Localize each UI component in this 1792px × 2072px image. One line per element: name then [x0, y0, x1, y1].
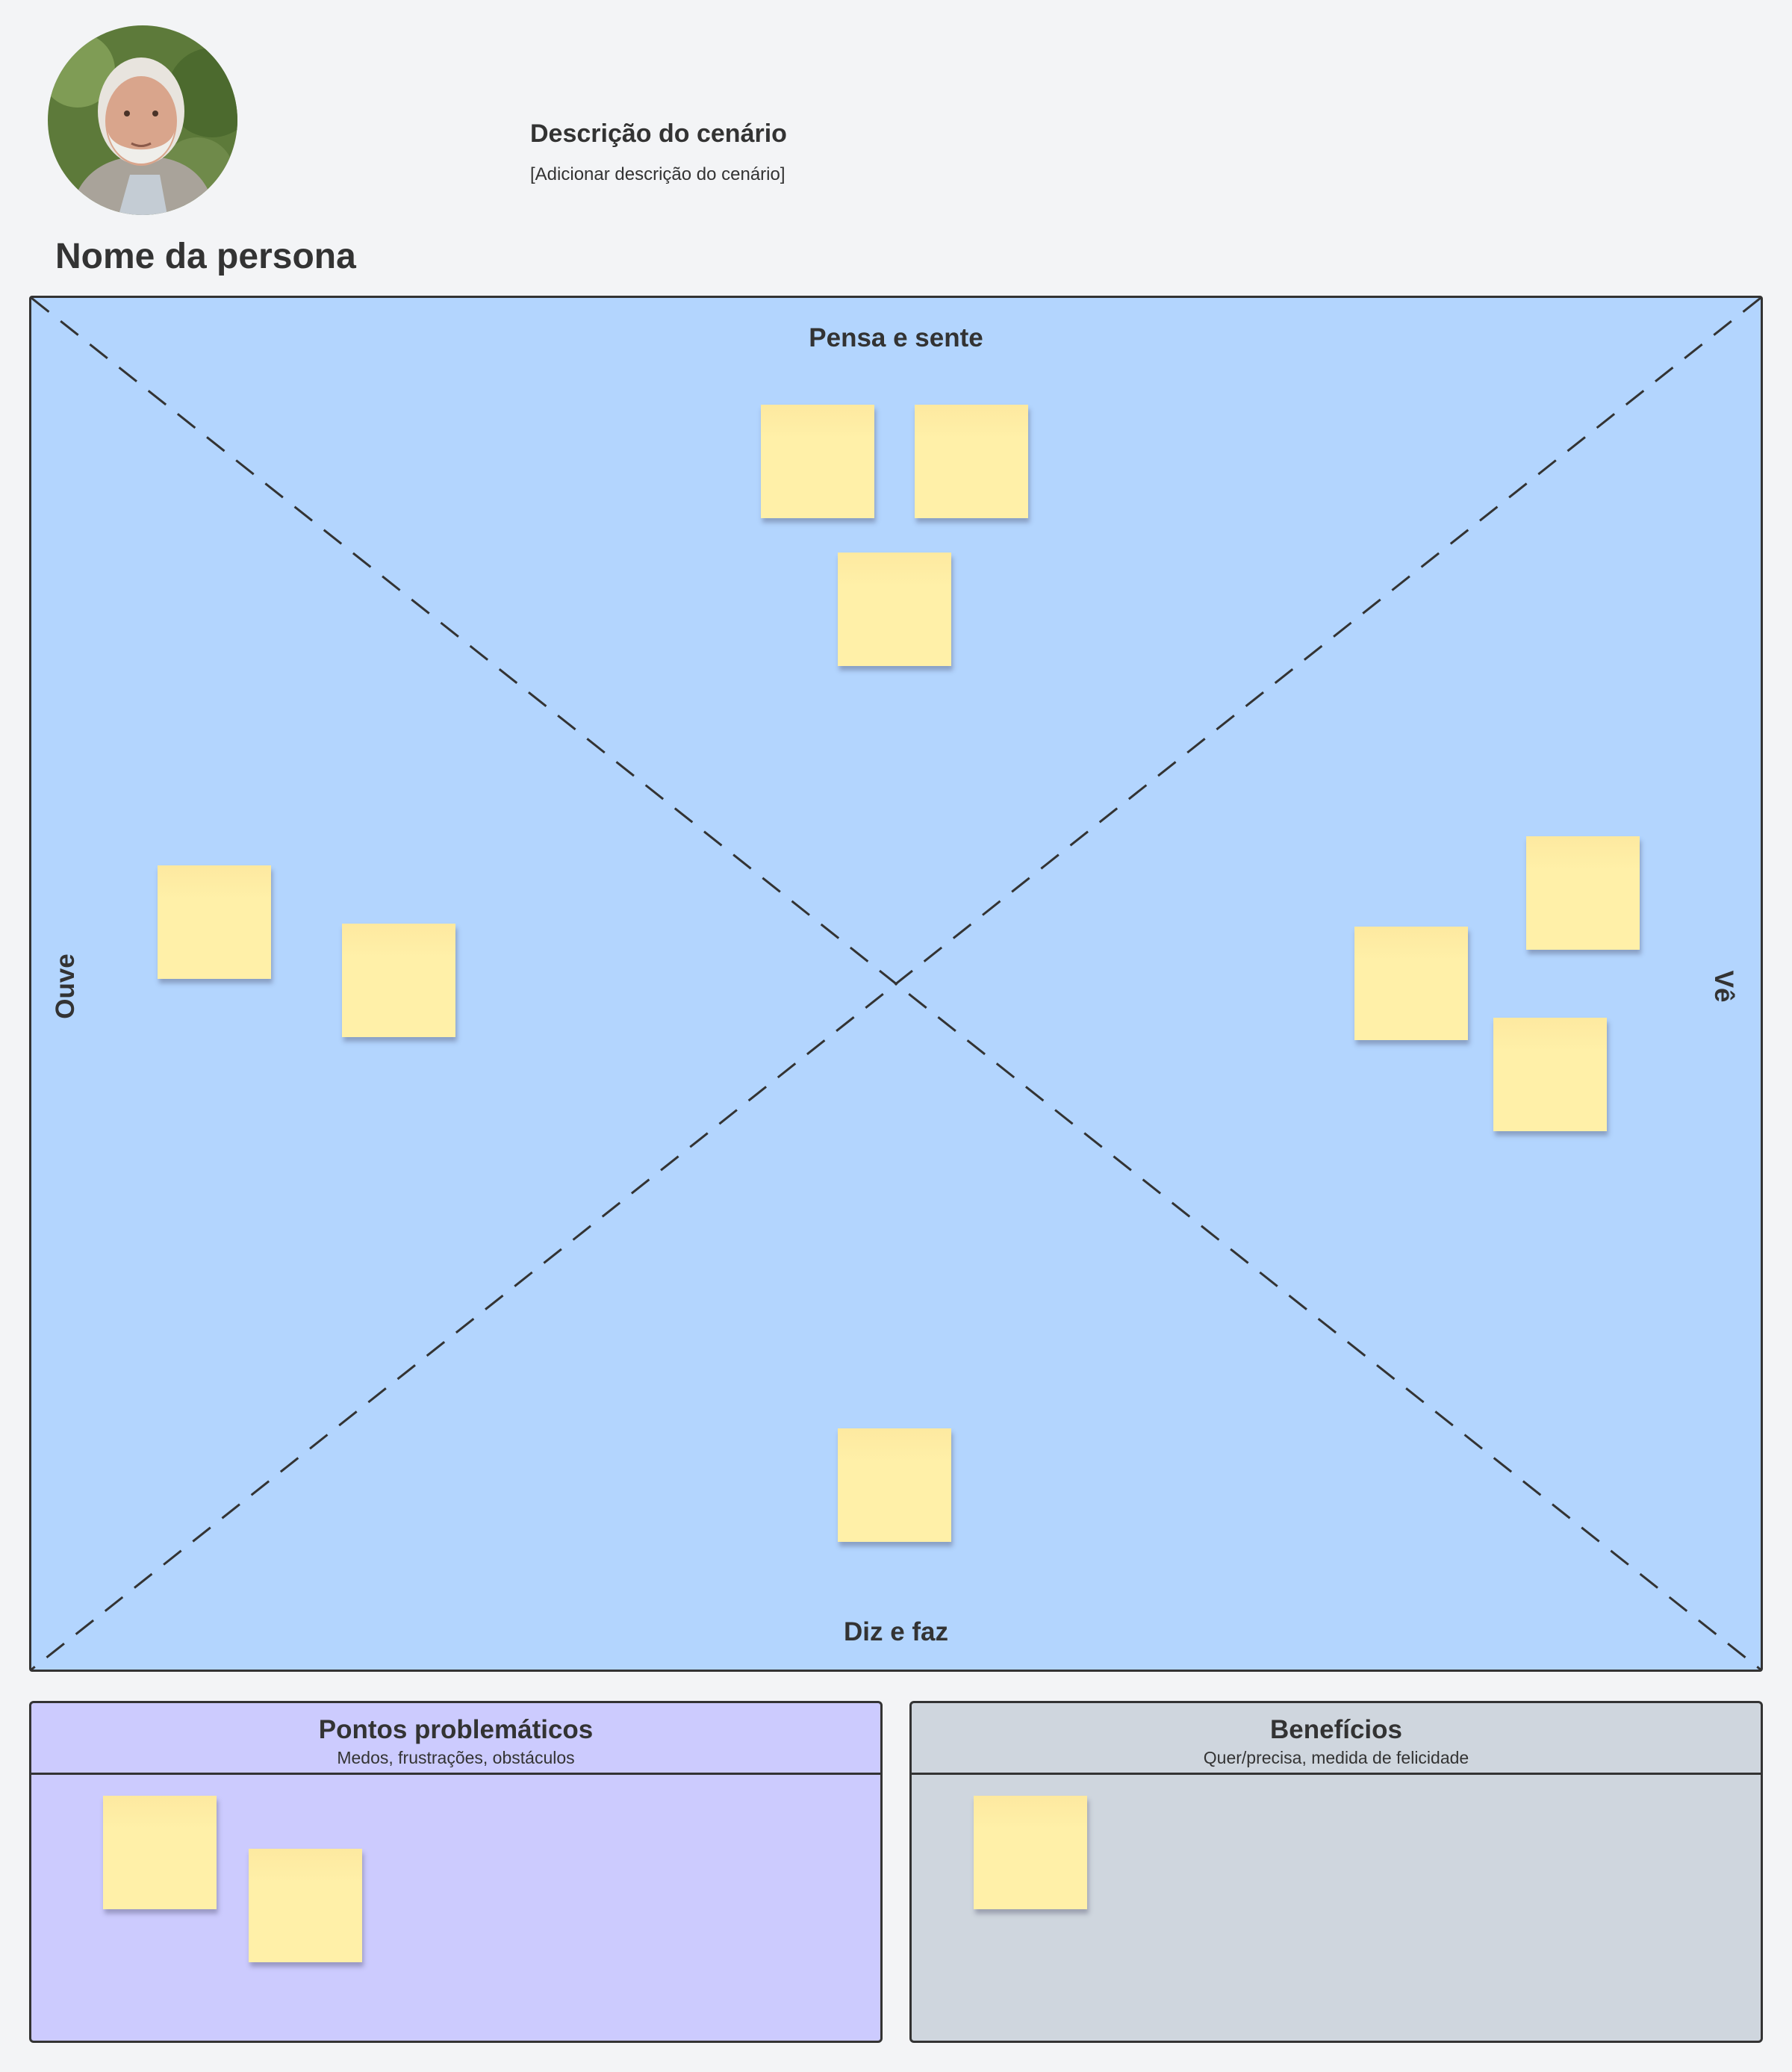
gains-panel: Benefícios Quer/precisa, medida de felic… [909, 1701, 1763, 2043]
pains-title: Pontos problemáticos [318, 1715, 594, 1744]
quadrant-label-hears: Ouve [51, 953, 80, 1019]
scenario-description[interactable]: [Adicionar descrição do cenário] [530, 164, 785, 184]
quadrant-label-says-does: Diz e faz [843, 1617, 949, 1646]
diagonal-dividers [31, 298, 1761, 1670]
sticky-note[interactable] [1354, 927, 1468, 1040]
sticky-note[interactable] [1526, 836, 1640, 950]
pains-subtitle: Medos, frustrações, obstáculos [337, 1748, 575, 1767]
diagonal-line [31, 298, 1761, 1670]
quadrant-label-sees: Vê [1709, 970, 1738, 1003]
sticky-note[interactable] [761, 405, 874, 518]
persona-avatar[interactable] [48, 25, 237, 215]
scenario-title[interactable]: Descrição do cenário [530, 119, 787, 148]
sticky-note[interactable] [158, 865, 271, 979]
persona-photo [48, 25, 237, 215]
gains-title: Benefícios [1270, 1715, 1402, 1744]
sticky-note[interactable] [103, 1796, 217, 1909]
sticky-note[interactable] [1493, 1018, 1607, 1131]
gains-subtitle: Quer/precisa, medida de felicidade [1203, 1748, 1469, 1767]
sticky-note[interactable] [249, 1849, 362, 1962]
gains-header: Benefícios Quer/precisa, medida de felic… [912, 1703, 1761, 1775]
sticky-note[interactable] [342, 924, 455, 1037]
sticky-note[interactable] [974, 1796, 1087, 1909]
quadrant-label-thinks-feels: Pensa e sente [809, 323, 983, 352]
sticky-note[interactable] [838, 553, 951, 666]
pains-header: Pontos problemáticos Medos, frustrações,… [31, 1703, 880, 1775]
sticky-note[interactable] [915, 405, 1028, 518]
persona-name[interactable]: Nome da persona [55, 237, 356, 276]
sticky-note[interactable] [838, 1428, 951, 1542]
